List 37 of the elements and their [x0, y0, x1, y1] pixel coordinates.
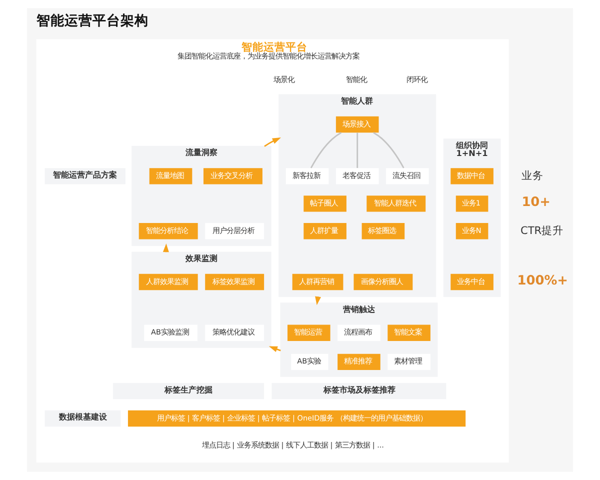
node-box: 数据中台 — [450, 168, 494, 184]
node-box: 场景接入 — [336, 116, 379, 133]
node-box: 业务N — [456, 223, 488, 240]
node-box: 流失召回 — [386, 168, 429, 184]
node-box: 人群扩量 — [304, 223, 346, 240]
node-box: 帖子圈人 — [304, 196, 346, 212]
node-box: 用户标签 | 客户标签 | 企业标签 | 帖子标签 | OneID服务 （构建统一的用户基础数据） — [128, 410, 466, 427]
node-box: 智能分析结论 — [138, 223, 198, 240]
node-box: 人群再营销 — [292, 274, 344, 290]
node-box: 智能运营 — [287, 324, 330, 341]
node-box: 老客促活 — [336, 168, 379, 184]
node-box: 业务交叉分析 — [203, 168, 262, 184]
arrow — [264, 137, 281, 147]
label: 闭环化 — [406, 74, 428, 84]
node-box: 精准推荐 — [338, 354, 380, 370]
node-box: 新客拉新 — [286, 168, 329, 184]
label: 10+ — [522, 194, 550, 210]
label: CTR提升 — [520, 224, 564, 237]
node-box: 人群效果监测 — [138, 274, 198, 290]
connector — [373, 132, 404, 168]
node-box: 画像分析圈人 — [354, 274, 413, 290]
node-box: 标签效果监测 — [205, 274, 264, 290]
node-box: 业务1 — [456, 196, 488, 212]
node-text: 埋点日志 | 业务系统数据 | 线下人工数据 | 第三方数据 | ... — [202, 440, 384, 450]
connector — [356, 132, 358, 168]
label: 智能化 — [346, 74, 368, 84]
node-box: 业务中台 — [450, 274, 494, 290]
node-box: 智能人群迭代 — [366, 196, 426, 212]
label: 业务 — [521, 170, 544, 182]
arrow — [268, 346, 281, 352]
node-box: 标签圈选 — [362, 223, 405, 240]
connector — [310, 132, 342, 168]
node-box: 智能文案 — [388, 324, 430, 341]
node-box: 流量地图 — [149, 168, 192, 184]
diagram-title: 智能运营平台架构 — [36, 12, 149, 29]
label: 场景化 — [273, 74, 294, 84]
label: 100%+ — [517, 273, 568, 288]
